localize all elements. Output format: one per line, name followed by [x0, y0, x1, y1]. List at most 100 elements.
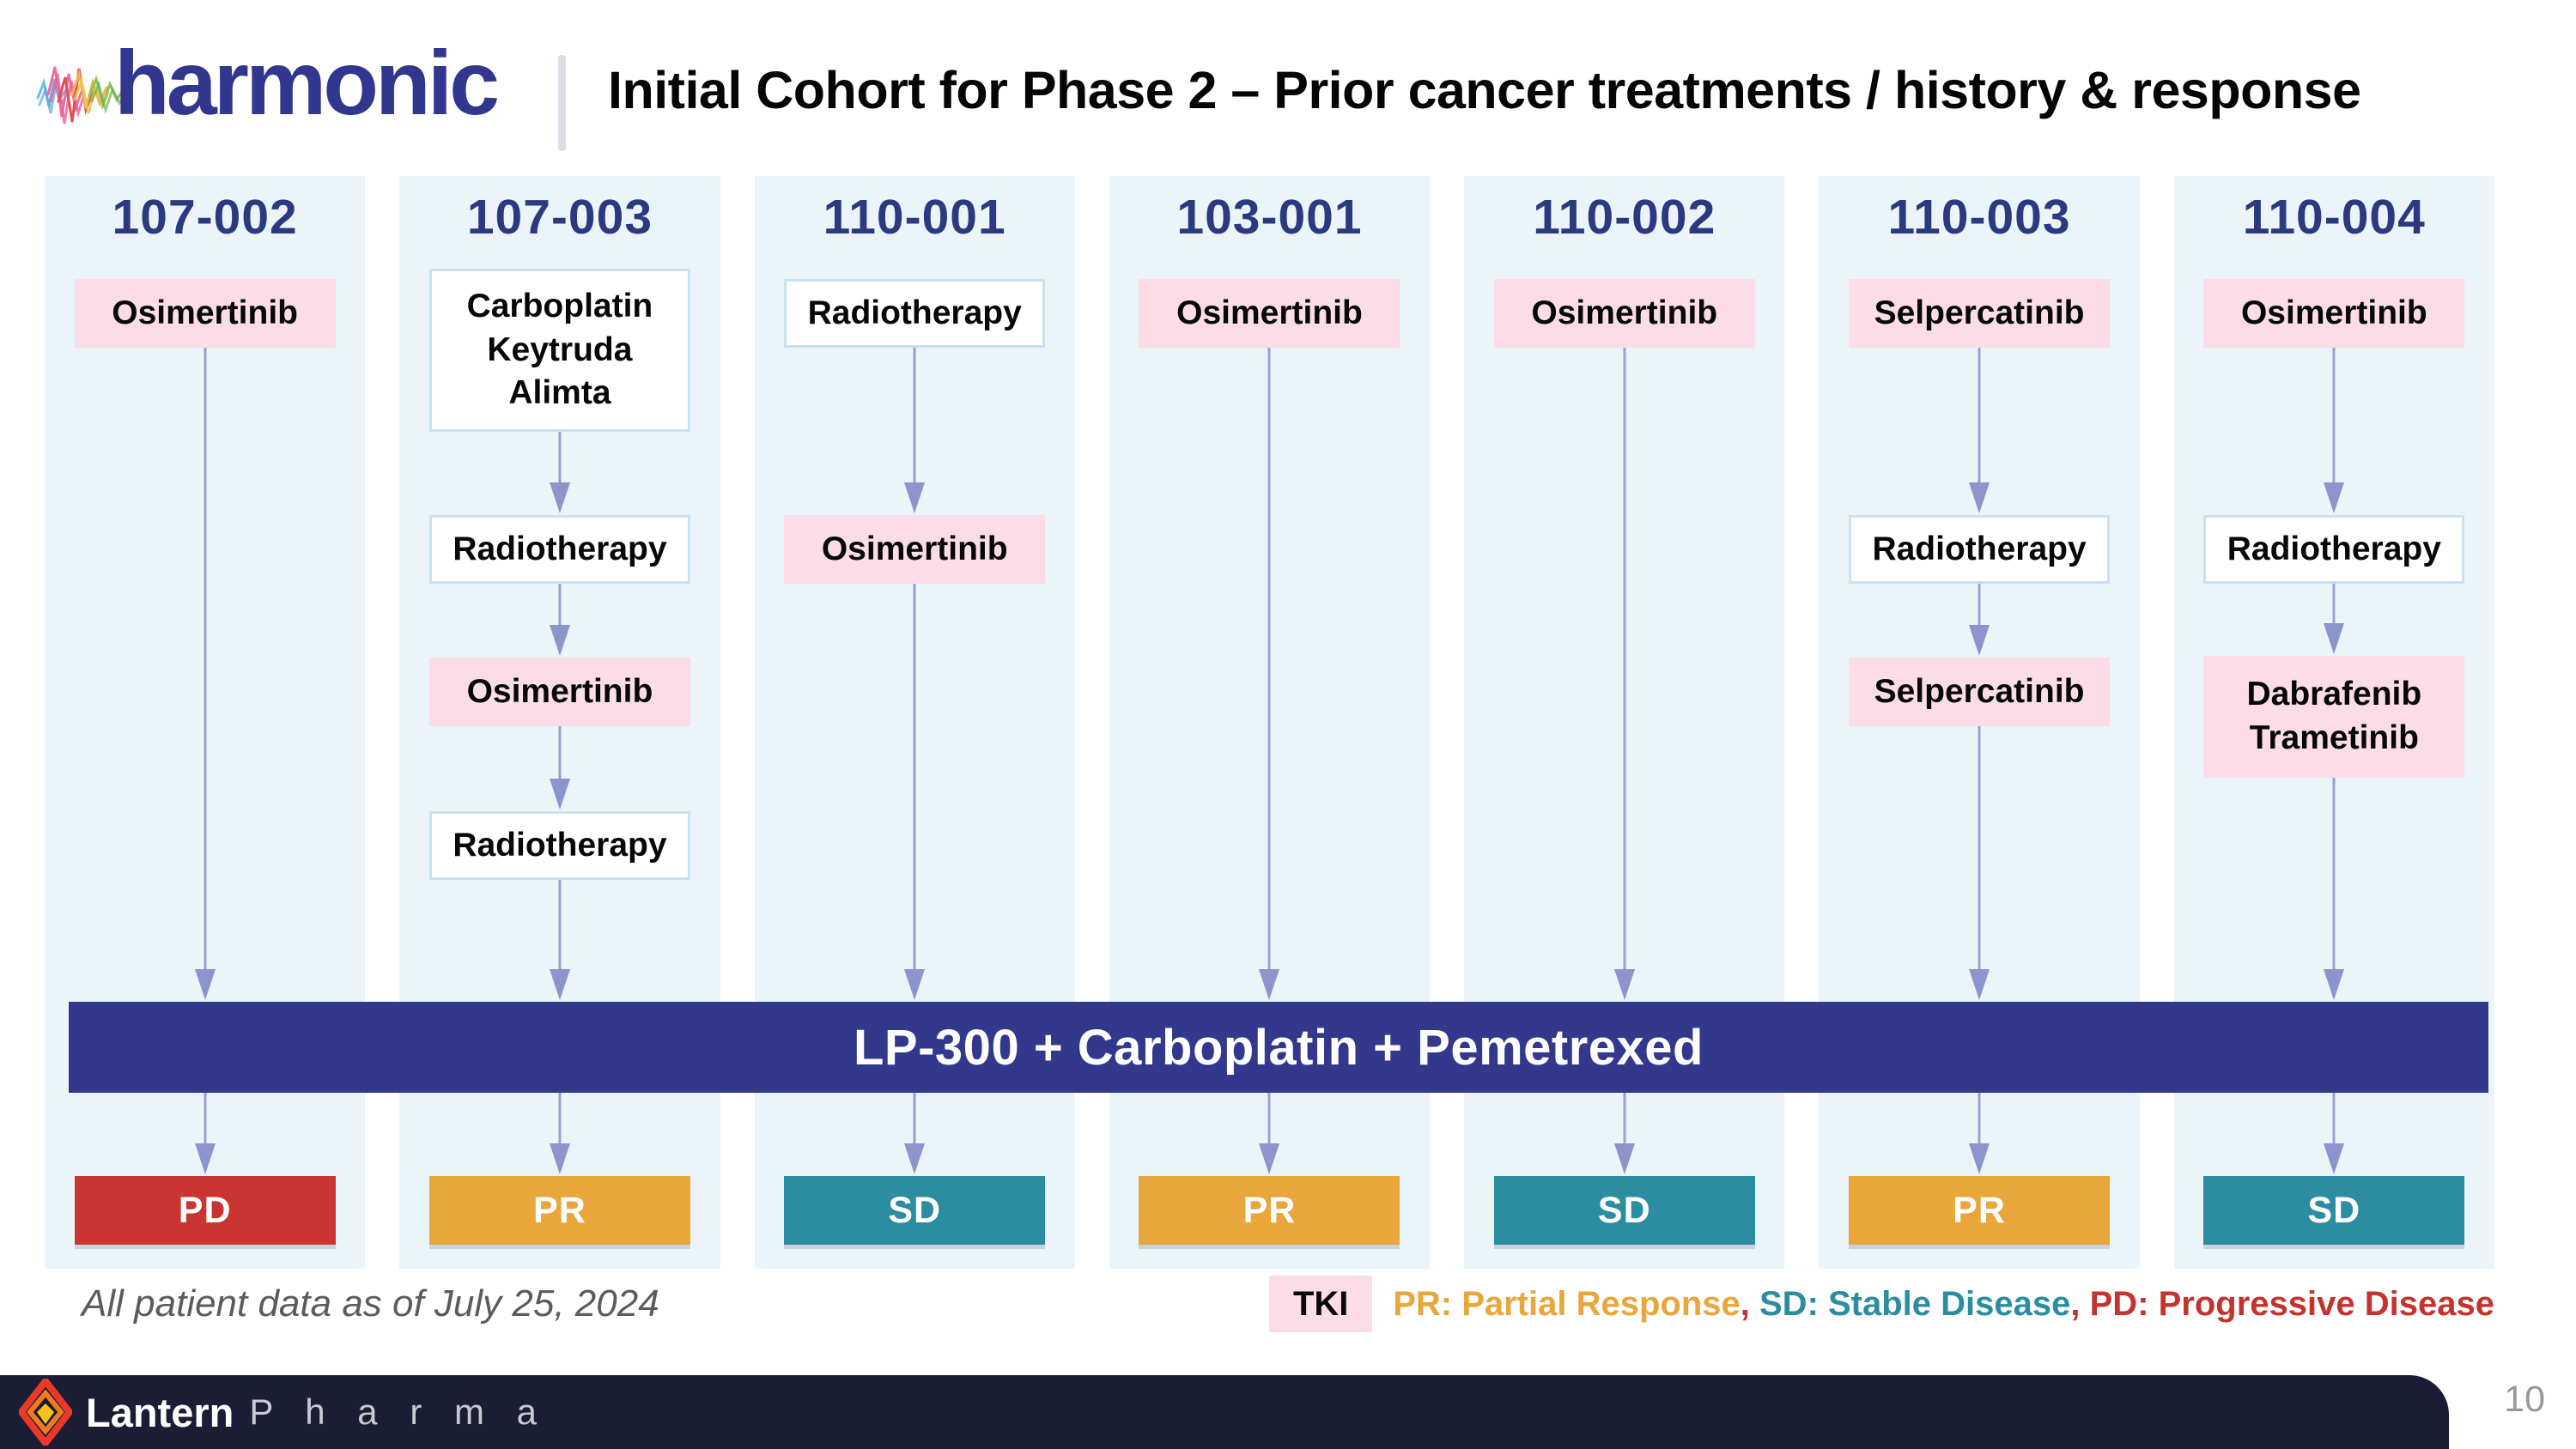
patient-id: 107-002: [112, 190, 298, 245]
arrow-head-icon: [2324, 623, 2345, 654]
arrow-line: [558, 584, 562, 625]
arrow-head-icon: [904, 482, 926, 513]
treatment-box: Dabrafenib Trametinib: [2203, 656, 2465, 778]
arrow-line: [913, 348, 916, 482]
combined-therapy-banner: LP-300 + Carboplatin + Pemetrexed: [69, 1002, 2488, 1093]
treatment-box: Osimertinib: [428, 658, 690, 726]
arrow-head-icon: [549, 482, 570, 513]
response-legend: TKI PR: Partial Response, SD: Stable Dis…: [1269, 1276, 2494, 1332]
arrow-head-icon: [1259, 969, 1280, 1000]
page-title: Initial Cohort for Phase 2 – Prior cance…: [608, 61, 2361, 119]
arrow-head-icon: [549, 1143, 570, 1174]
treatment-box: Selpercatinib: [1849, 658, 2111, 726]
response-box: PR: [428, 1176, 690, 1245]
treatment-box: Radiotherapy: [2203, 515, 2465, 584]
arrow-head-icon: [549, 969, 570, 1000]
tki-badge: TKI: [1269, 1276, 1373, 1332]
arrow-line: [1267, 1093, 1271, 1143]
legend-segment: ,: [2070, 1284, 2090, 1323]
treatment-box: Selpercatinib: [1849, 279, 2111, 348]
arrow-head-icon: [1259, 1143, 1280, 1174]
arrow-line: [204, 1093, 207, 1143]
arrow-head-icon: [1613, 1143, 1635, 1174]
treatment-box: Osimertinib: [1139, 279, 1400, 348]
header-divider: [558, 55, 566, 151]
footer-brand-secondary: P h a r m a: [249, 1391, 549, 1432]
arrow-line: [2332, 778, 2336, 969]
arrow-head-icon: [1969, 969, 1990, 1000]
arrow-head-icon: [1969, 482, 1990, 513]
response-box: SD: [2203, 1176, 2465, 1245]
waveform-icon: [36, 66, 127, 124]
arrow-line: [2332, 1093, 2336, 1143]
arrow-line: [558, 1093, 562, 1143]
arrow-line: [204, 348, 207, 969]
arrow-line: [1978, 726, 1981, 969]
arrow-head-icon: [194, 1143, 216, 1174]
treatment-box: Osimertinib: [2203, 279, 2465, 348]
arrow-line: [558, 726, 562, 779]
treatment-box: Radiotherapy: [428, 811, 690, 880]
arrow-head-icon: [904, 1143, 926, 1174]
arrow-head-icon: [194, 969, 216, 1000]
arrow-head-icon: [904, 969, 926, 1000]
arrow-line: [1978, 348, 1981, 482]
response-box: PD: [74, 1176, 336, 1245]
legend-text: PR: Partial Response, SD: Stable Disease…: [1393, 1285, 2494, 1324]
footer-brand-primary: Lantern: [86, 1389, 234, 1435]
treatment-box: Osimertinib: [1493, 279, 1755, 348]
lantern-flame-icon: [19, 1379, 72, 1446]
patient-id: 110-001: [823, 190, 1006, 245]
arrow-head-icon: [1969, 625, 1990, 656]
legend-segment: PR: Partial Response: [1393, 1284, 1741, 1323]
patient-id: 103-001: [1176, 190, 1363, 245]
arrow-head-icon: [549, 779, 570, 809]
legend-segment: SD: Stable Disease: [1759, 1284, 2071, 1323]
arrow-line: [2332, 584, 2336, 623]
arrow-line: [1623, 348, 1626, 969]
arrow-head-icon: [1969, 1143, 1990, 1174]
brand-name: harmonic: [114, 33, 500, 134]
treatment-box: Radiotherapy: [784, 279, 1046, 348]
response-box: PR: [1849, 1176, 2111, 1245]
arrow-head-icon: [2324, 969, 2345, 1000]
response-box: SD: [1493, 1176, 1755, 1245]
arrow-head-icon: [2324, 1143, 2345, 1174]
arrow-line: [558, 880, 562, 969]
arrow-head-icon: [1613, 969, 1635, 1000]
response-box: PR: [1139, 1176, 1400, 1245]
arrow-line: [1623, 1093, 1626, 1143]
arrow-head-icon: [549, 625, 570, 656]
treatment-box: Osimertinib: [784, 515, 1046, 584]
arrow-line: [1978, 1093, 1981, 1143]
combined-therapy-label: LP-300 + Carboplatin + Pemetrexed: [854, 1019, 1704, 1076]
arrow-line: [913, 584, 916, 969]
arrow-head-icon: [2324, 482, 2345, 513]
treatment-box: Radiotherapy: [428, 515, 690, 584]
page-number: 10: [2504, 1379, 2545, 1420]
arrow-line: [1978, 584, 1981, 625]
treatment-box: Osimertinib: [74, 279, 336, 348]
patient-id: 110-003: [1887, 190, 2071, 245]
treatment-box: Carboplatin Keytruda Alimta: [428, 269, 690, 432]
legend-segment: ,: [1740, 1284, 1759, 1323]
arrow-line: [558, 432, 562, 482]
patient-id: 110-002: [1533, 190, 1716, 245]
legend-segment: PD: Progressive Disease: [2089, 1284, 2494, 1323]
treatment-box: Radiotherapy: [1849, 515, 2111, 584]
footer-bar: Lantern P h a r m a: [0, 1375, 2449, 1449]
footnote: All patient data as of July 25, 2024: [82, 1282, 659, 1325]
patient-id: 110-004: [2242, 190, 2426, 245]
arrow-line: [2332, 348, 2336, 482]
response-box: SD: [784, 1176, 1046, 1245]
arrow-line: [1267, 348, 1271, 969]
arrow-line: [913, 1093, 916, 1143]
